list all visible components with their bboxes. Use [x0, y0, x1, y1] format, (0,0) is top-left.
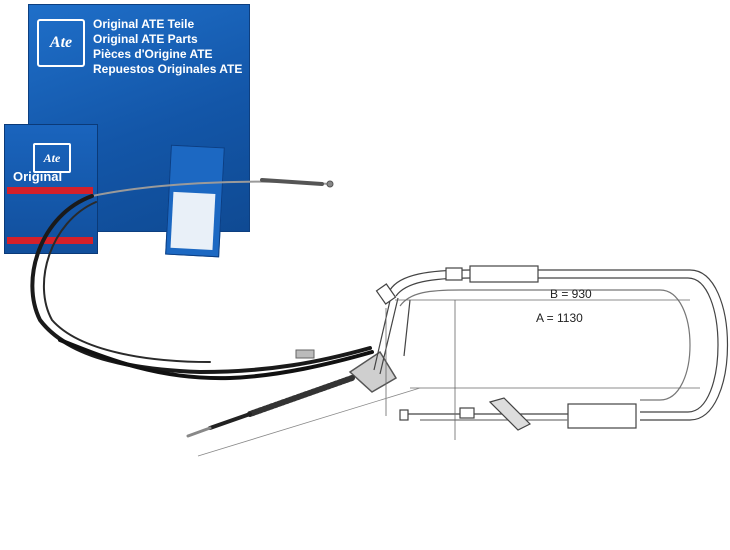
- package-line-en: Original ATE Parts: [93, 32, 198, 46]
- package-line-fr: Pièces d'Origine ATE: [93, 47, 213, 61]
- brake-pad-box: Ate Original: [4, 124, 98, 254]
- cable-technical-drawing: [373, 265, 729, 440]
- brake-cable-icon: [30, 178, 398, 438]
- quality-band-top: [7, 187, 93, 194]
- dimension-label-a: A = 1130: [536, 311, 583, 325]
- original-brand-mark: Original: [13, 169, 63, 184]
- ate-logo-icon: Ate: [37, 19, 85, 67]
- package-text: Original ATE Teile Original ATE Parts Pi…: [93, 17, 273, 77]
- ate-logo-small-icon: Ate: [33, 143, 71, 173]
- dimension-label-b: B = 930: [550, 287, 592, 301]
- photo-dimension-line: [197, 387, 421, 457]
- package-line-de: Original ATE Teile: [93, 17, 195, 31]
- quality-band-bottom: [7, 237, 93, 244]
- package-line-es: Repuestos Originales ATE: [93, 62, 243, 76]
